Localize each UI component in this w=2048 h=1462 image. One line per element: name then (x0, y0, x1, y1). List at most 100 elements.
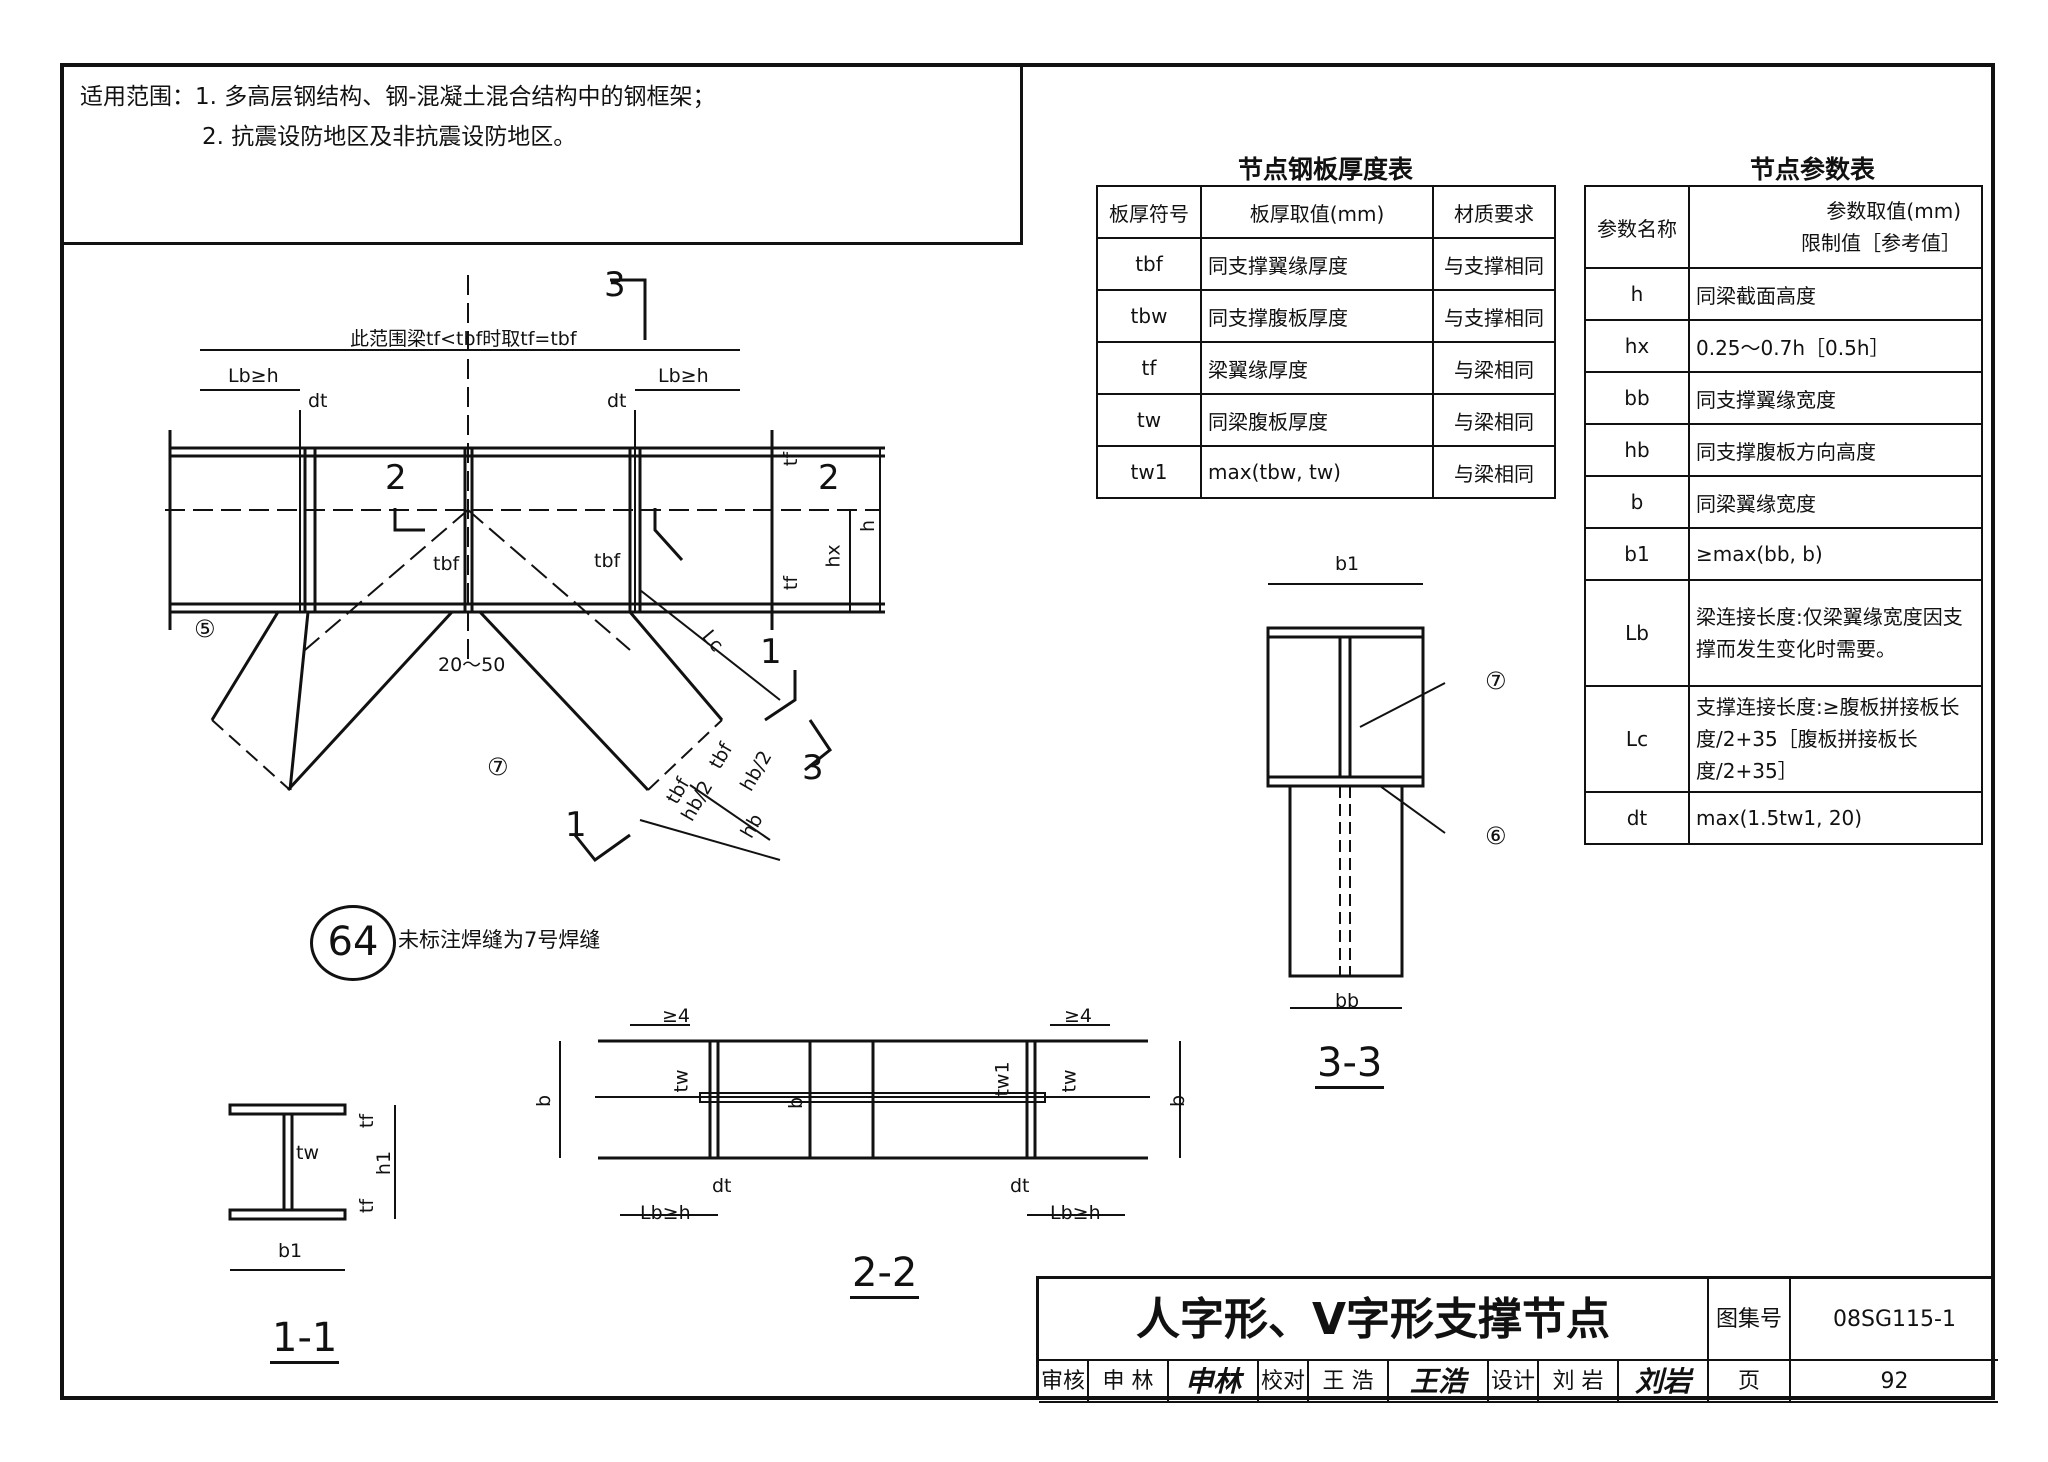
ge4-label-right: ≥4 (1064, 1005, 1093, 1027)
table-cell: 梁连接长度:仅梁翼缘宽度因支撑而发生变化时需要。 (1688, 579, 1983, 687)
dt-label-left: dt (308, 390, 328, 412)
table-cell: max(tbw, tw) (1200, 445, 1434, 499)
section-mark-1-right: 1 (760, 632, 782, 672)
page-number: 92 (1791, 1361, 1998, 1403)
b-label-right: b (1167, 1094, 1190, 1108)
tf-label-11-top: tf (356, 1113, 379, 1129)
weld-7-symbol-33: ⑦ (1485, 667, 1507, 695)
review-label: 审核 (1039, 1361, 1089, 1403)
dimensions (200, 349, 881, 861)
scope-line-2: 2. 抗震设防地区及非抗震设防地区。 (202, 124, 577, 150)
table-cell: 与支撑相同 (1432, 289, 1556, 343)
scope-box: 适用范围：1. 多高层钢结构、钢-混凝土混合结构中的钢框架； 2. 抗震设防地区… (60, 63, 1023, 245)
braces (210, 610, 724, 792)
section-2-2-drawing (559, 1024, 1181, 1216)
atlas-label: 图集号 (1709, 1279, 1791, 1361)
lb-label-22-right: Lb≥h (1050, 1202, 1101, 1224)
tw1-label: tw1 (991, 1061, 1014, 1097)
table-cell: tw1 (1096, 445, 1202, 499)
section-mark-3-right: 3 (802, 748, 824, 788)
section-3-3-drawing (1266, 583, 1446, 1009)
ge4-label-left: ≥4 (662, 1005, 691, 1027)
table-cell: 同支撑翼缘厚度 (1200, 237, 1434, 291)
weld-5-symbol: ⑤ (194, 615, 216, 643)
table-cell: 同支撑腹板厚度 (1200, 289, 1434, 343)
lb-label-right: Lb≥h (658, 365, 709, 387)
table-cell: max(1.5tw1, 20) (1688, 791, 1983, 845)
dt-label-22-left: dt (712, 1175, 732, 1197)
header-cell: 板厚取值(mm) (1200, 185, 1434, 239)
section-1-1-label: 1-1 (270, 1315, 340, 1364)
table-cell: dt (1584, 791, 1690, 845)
section-2-2-label: 2-2 (850, 1250, 920, 1299)
range-note: 此范围梁tf<tbf时取tf=tbf (350, 328, 577, 350)
b-label-left: b (533, 1094, 556, 1108)
review-signature: 申林 (1169, 1361, 1259, 1403)
table-cell: bb (1584, 371, 1690, 425)
design-label: 设计 (1489, 1361, 1539, 1403)
beam-elevation (168, 410, 885, 630)
header-cell: 参数取值(mm) 限制值［参考值］ (1688, 185, 1983, 269)
table-cell: h (1584, 267, 1690, 321)
table-cell: 同支撑翼缘宽度 (1688, 371, 1983, 425)
table-cell: 与梁相同 (1432, 341, 1556, 395)
table-row: 板厚符号 板厚取值(mm) 材质要求 (1096, 185, 1556, 239)
bb-label: bb (1335, 990, 1360, 1012)
check-label: 校对 (1259, 1361, 1309, 1403)
table-cell: 与梁相同 (1432, 393, 1556, 447)
drawing-title: 人字形、V字形支撑节点 (1039, 1279, 1709, 1361)
header-cell: 板厚符号 (1096, 185, 1202, 239)
table-cell: 与支撑相同 (1432, 237, 1556, 291)
table-cell: Lc (1584, 685, 1690, 793)
table-cell: 同梁腹板厚度 (1200, 393, 1434, 447)
table-row: 参数名称 参数取值(mm) 限制值［参考值］ (1584, 185, 1983, 269)
table-cell: ≥max(bb, b) (1688, 527, 1983, 581)
plate-table-title: 节点钢板厚度表 (1238, 155, 1414, 184)
section-3-3-label: 3-3 (1315, 1040, 1385, 1089)
drawing-frame (60, 63, 1995, 1400)
b1-label-11: b1 (278, 1240, 303, 1262)
section-mark-2-left: 2 (385, 458, 407, 498)
tw-label-11: tw (296, 1142, 319, 1164)
table-cell: hx (1584, 319, 1690, 373)
hx-label: hx (822, 544, 845, 568)
section-mark-1-left: 1 (565, 805, 587, 845)
table-cell: hb (1584, 423, 1690, 477)
table-cell: b (1584, 475, 1690, 529)
table-cell: 0.25～0.7h［0.5h］ (1688, 319, 1983, 373)
section-2-2-text: 2-2 (850, 1250, 920, 1299)
tf-label-bottom: tf (780, 575, 803, 591)
table-cell: tw (1096, 393, 1202, 447)
weld-note: 未标注焊缝为7号焊缝 (398, 928, 601, 952)
header-value-line-2: 限制值［参考值］ (1801, 231, 1961, 255)
design-name: 刘 岩 (1539, 1361, 1619, 1403)
dt-label-right: dt (607, 390, 627, 412)
header-value-line-1: 参数取值(mm) (1826, 199, 1961, 223)
tf-label-11-bottom: tf (356, 1198, 379, 1214)
header-cell: 参数名称 (1584, 185, 1690, 269)
gap-label: 20～50 (438, 654, 506, 676)
table-cell: 支撑连接长度:≥腹板拼接板长度/2+35［腹板拼接板长度/2+35］ (1688, 685, 1983, 793)
table-cell: 梁翼缘厚度 (1200, 341, 1434, 395)
b1-label: b1 (1335, 553, 1360, 575)
check-name: 王 浩 (1309, 1361, 1389, 1403)
page-label: 页 (1709, 1361, 1791, 1403)
tw-label-22-right: tw (1058, 1069, 1081, 1093)
table-cell: 同梁截面高度 (1688, 267, 1983, 321)
table-cell: tbf (1096, 237, 1202, 291)
detail-number-circle: 64 (310, 905, 396, 981)
table-cell: tf (1096, 341, 1202, 395)
section-3-3-text: 3-3 (1315, 1040, 1385, 1089)
check-signature: 王浩 (1389, 1361, 1489, 1403)
table-cell: 同梁翼缘宽度 (1688, 475, 1983, 529)
dt-label-22-right: dt (1010, 1175, 1030, 1197)
